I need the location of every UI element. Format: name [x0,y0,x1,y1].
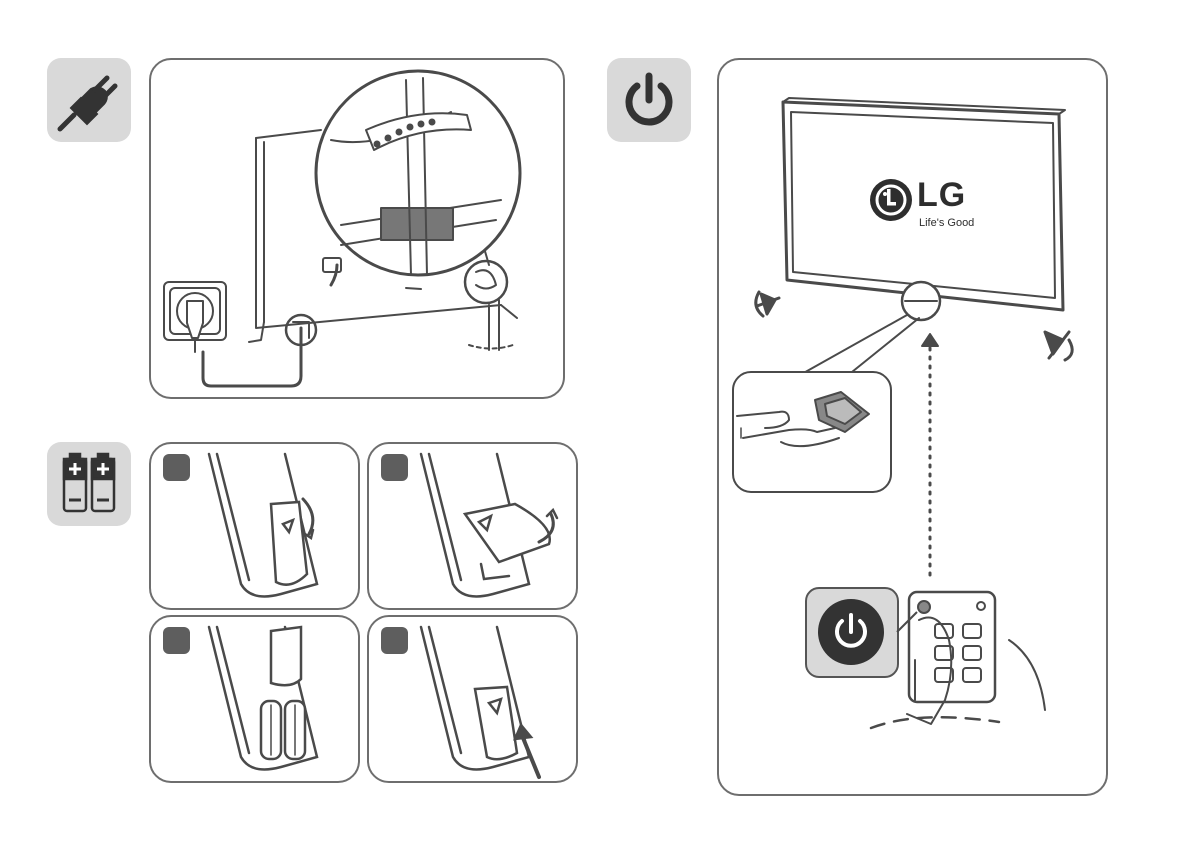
left-corner-icon [756,292,779,316]
battery-icon [47,442,131,526]
remote-step-2-panel [367,442,578,610]
lg-slogan-text: Life's Good [919,217,974,229]
power-badge [607,58,691,142]
plug-icon [47,58,131,142]
lg-logo-mark [869,178,913,222]
tv-power-panel: LG Life's Good [717,58,1108,796]
finger-press-detail [733,372,891,492]
power-cable [203,352,301,386]
remote-step-4-panel [367,615,578,783]
remote-step-3-panel [149,615,360,783]
step-4-marker [381,627,408,654]
battery-badge [47,442,131,526]
step-3-marker [163,627,190,654]
plug-badge [47,58,131,142]
stand-clip-detail [465,261,507,303]
lg-logo: LG Life's Good [869,178,979,226]
power-button[interactable] [818,599,884,665]
power-button-callout [805,587,899,678]
lg-brand-text: LG [917,176,966,215]
power-cable-panel [149,58,565,399]
remote-step-1-panel [149,442,360,610]
power-icon [818,599,884,665]
step-2-marker [381,454,408,481]
right-corner-icon [1045,332,1072,360]
power-icon [607,58,691,142]
wall-socket [164,282,226,352]
step-1-marker [163,454,190,481]
